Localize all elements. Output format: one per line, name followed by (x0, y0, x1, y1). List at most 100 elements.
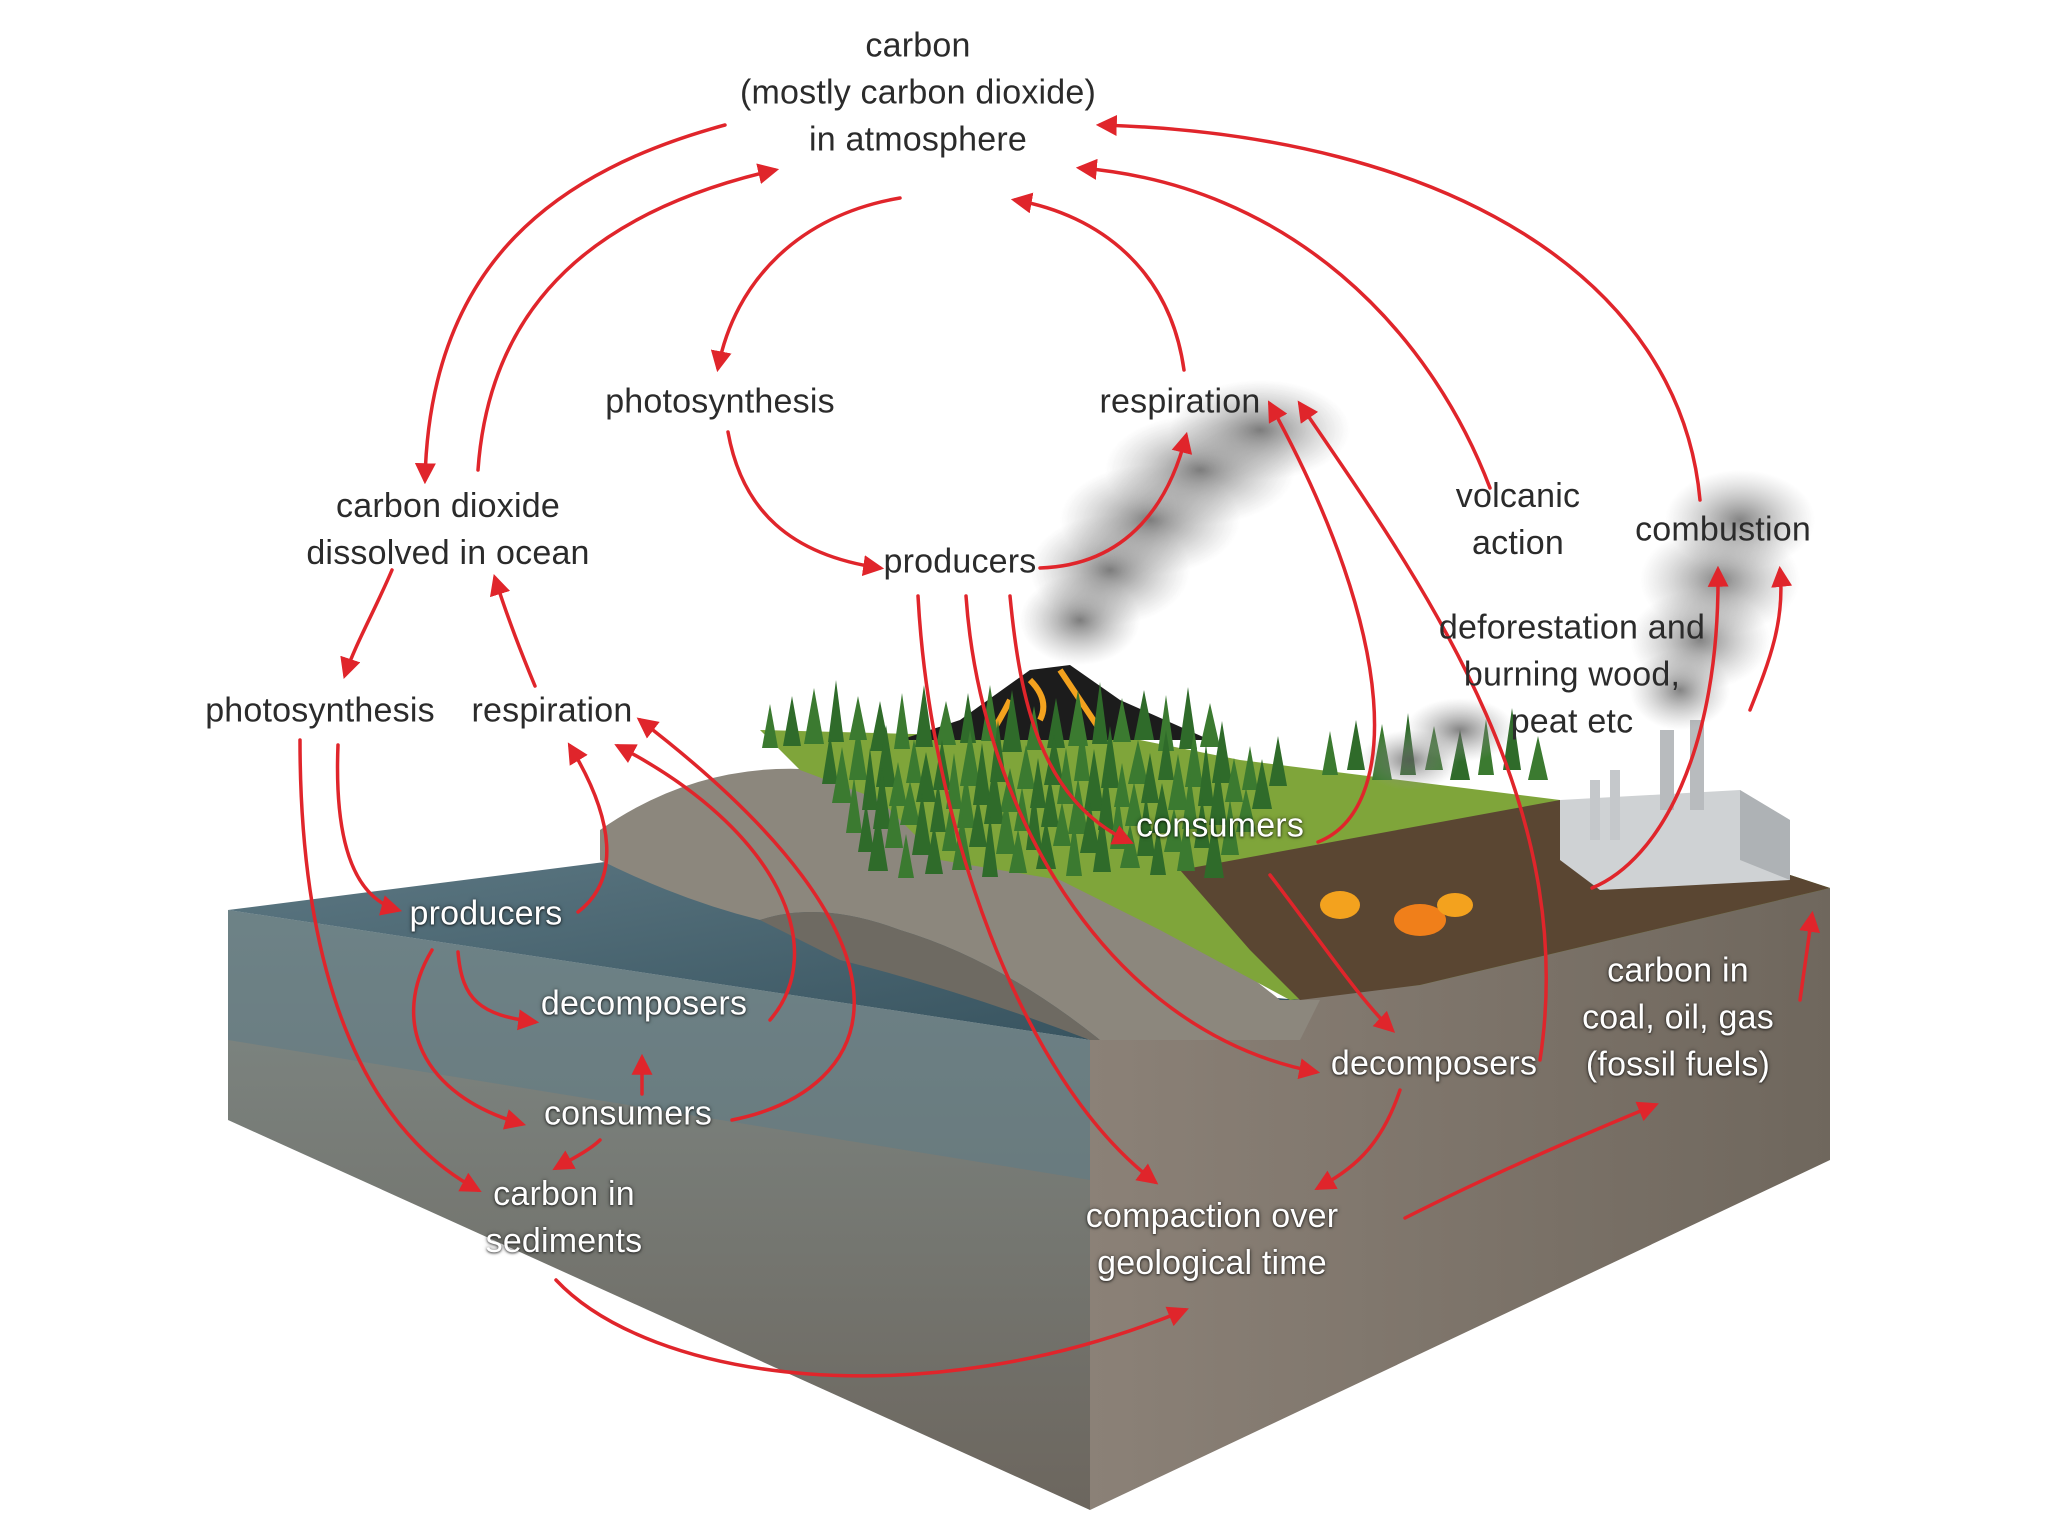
tree (906, 739, 922, 783)
tree (1236, 788, 1256, 832)
flow-arrow (1297, 400, 1549, 1062)
tree (828, 680, 844, 742)
tree (981, 685, 999, 741)
tree (912, 793, 932, 855)
tree (832, 747, 852, 803)
tree (1093, 810, 1111, 872)
tree (952, 814, 972, 870)
tree (1017, 745, 1035, 789)
tree (846, 777, 862, 833)
producers-ocean-label: producers (409, 894, 563, 933)
respiration-land-label: respiration (1099, 382, 1261, 421)
flow-arrow (1008, 594, 1134, 845)
tree (885, 792, 903, 848)
flow-arrow (1314, 1088, 1402, 1191)
sediments-label: carbon in sediments (485, 1175, 643, 1260)
flow-arrow (726, 430, 885, 576)
tree (1179, 687, 1197, 749)
tree (1053, 802, 1071, 846)
tree (984, 762, 1004, 824)
tree (862, 748, 878, 810)
cliff-shadow (760, 912, 1100, 1040)
block-right-face (1090, 888, 1830, 1510)
atmosphere-label: carbon (mostly carbon dioxide) in atmosp… (739, 26, 1097, 159)
tree (1014, 787, 1030, 831)
flow-arrow (1095, 114, 1702, 502)
flow-arrow (1038, 431, 1193, 570)
flow-arrow (1590, 565, 1729, 890)
tree (960, 693, 976, 743)
tree (1141, 753, 1159, 803)
flow-arrow (1403, 1101, 1659, 1220)
tree (942, 807, 958, 851)
tree (1242, 746, 1258, 790)
tree (822, 734, 838, 784)
volcanic-action-label: volcanic action (1455, 477, 1581, 562)
flow-arrow (567, 742, 609, 914)
flow-arrow (614, 744, 797, 1022)
tree (1252, 759, 1272, 809)
decomposers-land-label: decomposers (1330, 1044, 1538, 1083)
flow-arrows (298, 114, 1821, 1378)
tree (1002, 690, 1022, 752)
tree (1269, 736, 1287, 786)
combustion-label: combustion (1635, 510, 1811, 549)
flow-arrow (411, 948, 527, 1130)
tree (1084, 749, 1104, 811)
tree (889, 762, 907, 806)
tree (1177, 815, 1195, 871)
tree (1125, 782, 1143, 826)
tree (849, 696, 867, 740)
tree (804, 688, 824, 744)
flow-arrow (489, 573, 537, 688)
tree (1221, 799, 1239, 855)
flow-arrow (340, 568, 394, 679)
flow-arrow (1748, 565, 1793, 712)
tree (1212, 721, 1232, 783)
tree (849, 724, 867, 780)
tree (946, 753, 962, 809)
flow-arrow (1267, 400, 1377, 844)
tree (996, 798, 1016, 854)
tree (1200, 703, 1220, 747)
tree (1528, 736, 1548, 780)
decomposers-ocean-label: decomposers (540, 984, 748, 1023)
tree (1074, 725, 1090, 781)
tree (1044, 735, 1064, 785)
flow-arrow (414, 123, 727, 485)
tree (858, 802, 874, 852)
tree (1080, 803, 1100, 853)
tree (973, 743, 991, 805)
tree (960, 730, 980, 786)
cliffs (600, 768, 1320, 1040)
consumers-land-label: consumers (1135, 806, 1305, 845)
respiration-ocean-label: respiration (471, 691, 633, 730)
power-plant (1560, 720, 1790, 890)
flow-arrow (456, 950, 540, 1031)
tree (1047, 698, 1065, 748)
tree (1066, 820, 1082, 876)
fossil-fuels-label: carbon in coal, oil, gas (fossil fuels) (1582, 951, 1774, 1084)
flow-arrow (552, 1138, 602, 1171)
producers-land-label: producers (883, 542, 1037, 581)
flow-arrow (476, 163, 780, 472)
tree (1137, 794, 1155, 856)
tree (1120, 824, 1140, 868)
volcano-smoke (1020, 380, 1350, 665)
ocean-co2-label: carbon dioxide dissolved in ocean (306, 487, 590, 572)
flow-arrow (636, 717, 856, 1122)
tree (1158, 730, 1174, 780)
tree (900, 781, 920, 825)
volcano (900, 665, 1210, 740)
tree (1113, 698, 1131, 742)
photosynthesis-land-label: photosynthesis (605, 382, 835, 421)
tree (1164, 808, 1184, 852)
flow-arrow (710, 196, 902, 373)
tree (1198, 744, 1214, 806)
tree (982, 815, 998, 877)
flow-arrow (335, 743, 403, 916)
tree (894, 693, 910, 749)
tree (1168, 754, 1188, 810)
